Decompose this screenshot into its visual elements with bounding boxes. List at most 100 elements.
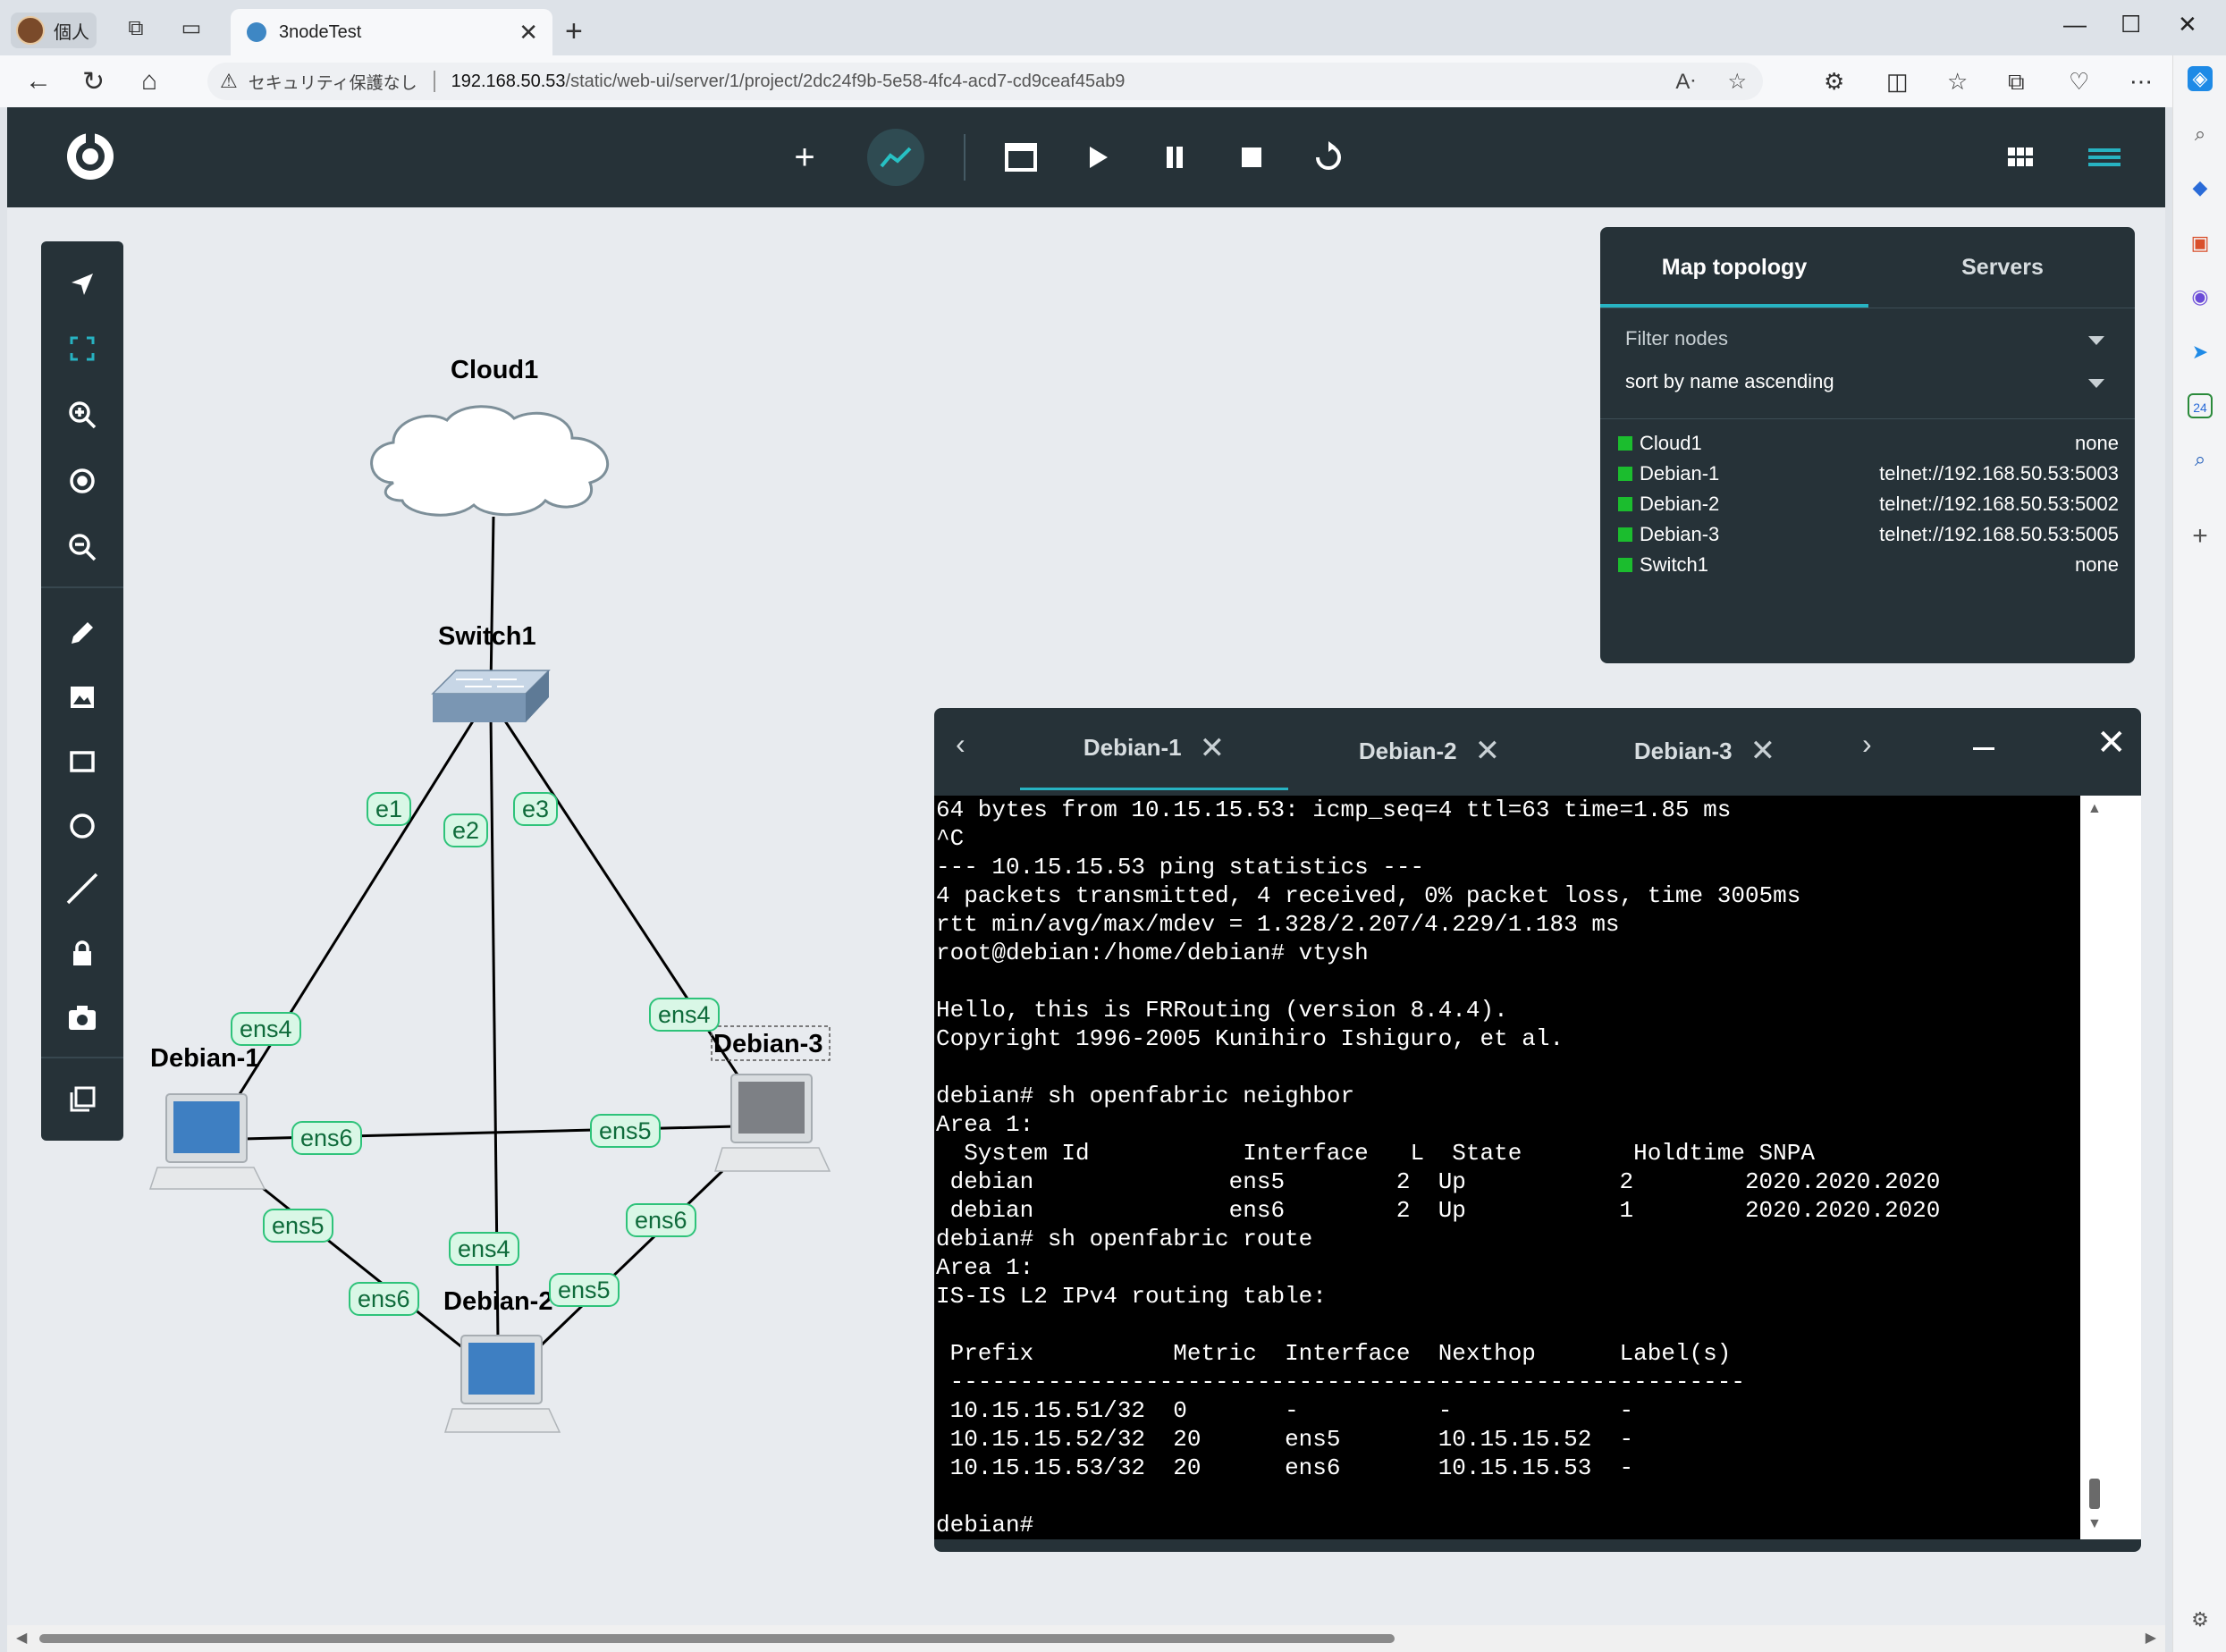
interface-label[interactable]: e1 (367, 792, 412, 826)
gns3-logo-icon[interactable] (63, 129, 118, 184)
interface-label[interactable]: ens6 (626, 1203, 696, 1237)
node-list-item[interactable]: Debian-2 telnet://192.168.50.53:5002 (1618, 490, 2119, 518)
debian-3-node[interactable] (711, 1025, 831, 1172)
node-list-item[interactable]: Debian-3 telnet://192.168.50.53:5005 (1618, 520, 2119, 549)
interface-label[interactable]: ens4 (449, 1232, 519, 1266)
warning-icon[interactable]: ⚠ (220, 70, 238, 92)
layers-icon[interactable] (61, 1078, 104, 1121)
send-icon[interactable]: ➤ (2191, 341, 2209, 363)
debian-1-node[interactable] (148, 1093, 266, 1190)
draw-ellipse-icon[interactable] (61, 805, 104, 847)
switch1-node[interactable] (431, 670, 551, 722)
node-label-cloud1[interactable]: Cloud1 (451, 356, 539, 384)
tab-map-topology[interactable]: Map topology (1600, 227, 1868, 308)
favorite-star-icon[interactable]: ☆ (1727, 69, 1747, 94)
interface-label[interactable]: ens5 (263, 1209, 333, 1243)
cloud1-node[interactable] (370, 405, 610, 517)
console-tab-debian-3[interactable]: Debian-3 ✕ (1571, 708, 1839, 794)
home-icon[interactable]: ⌂ (141, 66, 158, 96)
node-list-item[interactable]: Debian-1 telnet://192.168.50.53:5003 (1618, 459, 2119, 488)
zoom-in-icon[interactable] (61, 393, 104, 436)
interface-label[interactable]: ens4 (649, 998, 720, 1032)
add-sidebar-app-icon[interactable]: + (2192, 521, 2208, 551)
lock-icon[interactable] (61, 931, 104, 974)
horizontal-scrollbar[interactable]: ◀ ▶ (7, 1625, 2165, 1652)
workspaces-icon[interactable]: ⧉ (128, 16, 144, 40)
close-icon[interactable]: ✕ (1474, 734, 1501, 768)
address-bar[interactable]: ⚠ セキュリティ保護なし 192.168.50.53 /static/web-u… (207, 63, 1763, 100)
fit-to-screen-icon[interactable] (61, 327, 104, 370)
debian-2-node[interactable] (443, 1335, 561, 1433)
chevron-right-icon[interactable]: › (1862, 728, 1872, 760)
calendar-icon[interactable]: 24 (2188, 393, 2213, 418)
start-all-icon[interactable] (1076, 136, 1119, 179)
sidebar-settings-icon[interactable]: ⚙ (2191, 1608, 2209, 1631)
close-window-icon[interactable]: ✕ (2178, 11, 2197, 38)
console-all-icon[interactable] (999, 136, 1042, 179)
screenshot-camera-icon[interactable] (61, 996, 104, 1039)
pause-all-icon[interactable] (1153, 136, 1196, 179)
node-list-item[interactable]: Cloud1 none (1618, 429, 2119, 458)
traffic-graph-icon[interactable] (867, 129, 924, 186)
select-tool-icon[interactable] (61, 263, 104, 306)
sort-select[interactable]: sort by name ascending (1625, 370, 1834, 392)
node-label-debian-3[interactable]: Debian-3 (713, 1030, 823, 1058)
grid-view-icon[interactable] (1999, 136, 2042, 179)
tab-actions-icon[interactable]: ▭ (181, 16, 202, 40)
scroll-down-arrow-icon[interactable]: ▼ (2087, 1516, 2102, 1531)
back-icon[interactable]: ← (25, 66, 52, 96)
node-label-debian-1[interactable]: Debian-1 (150, 1044, 260, 1073)
zoom-out-icon[interactable] (61, 526, 104, 569)
close-icon[interactable]: ✕ (1199, 730, 1226, 765)
chevron-left-icon[interactable]: ‹ (956, 728, 965, 760)
read-aloud-icon[interactable]: Aᐧ (1675, 69, 1696, 94)
profile-button[interactable]: 個人 (11, 13, 97, 48)
close-tab-icon[interactable]: ✕ (519, 18, 538, 46)
split-screen-icon[interactable]: ◫ (1886, 68, 1909, 95)
tab-servers[interactable]: Servers (1961, 255, 2044, 280)
favorites-icon[interactable]: ☆ (1947, 68, 1969, 95)
draw-line-icon[interactable] (61, 867, 104, 910)
terminal-scrollbar[interactable]: ▲ ▼ (2080, 796, 2141, 1539)
node-label-debian-2[interactable]: Debian-2 (443, 1287, 553, 1316)
console-tab-debian-2[interactable]: Debian-2 ✕ (1295, 708, 1564, 794)
draw-pencil-icon[interactable] (61, 611, 104, 654)
terminal-output[interactable]: 64 bytes from 10.15.15.53: icmp_seq=4 tt… (934, 796, 2080, 1539)
node-label-switch1[interactable]: Switch1 (438, 622, 536, 651)
interface-label[interactable]: ens5 (549, 1273, 620, 1307)
interface-label[interactable]: e3 (513, 792, 559, 826)
draw-rectangle-icon[interactable] (61, 740, 104, 783)
scrollbar-thumb[interactable] (39, 1634, 1395, 1643)
search-icon[interactable]: ⌕ (2194, 122, 2206, 145)
more-menu-icon[interactable]: ⋯ (2129, 68, 2153, 95)
maximize-window-icon[interactable]: ☐ (2121, 11, 2142, 38)
office-icon[interactable]: ◉ (2191, 285, 2209, 308)
refresh-icon[interactable]: ↻ (82, 67, 105, 97)
copilot-icon[interactable]: ◈ (2188, 66, 2213, 91)
interface-label[interactable]: ens6 (291, 1121, 362, 1155)
chevron-down-icon[interactable] (2088, 336, 2104, 345)
bing-search-icon[interactable]: ⌕ (2194, 448, 2206, 470)
new-tab-icon[interactable]: + (565, 14, 583, 48)
security-status[interactable]: セキュリティ保護なし (248, 73, 417, 93)
browser-tab[interactable]: 3nodeTest ✕ (231, 9, 552, 55)
tools-icon[interactable]: ▣ (2190, 232, 2210, 254)
scroll-up-arrow-icon[interactable]: ▲ (2087, 801, 2102, 816)
filter-nodes-input[interactable]: Filter nodes (1625, 327, 1728, 350)
list-view-icon[interactable] (2083, 136, 2126, 179)
interface-label[interactable]: ens6 (349, 1282, 419, 1316)
extensions-icon[interactable]: ⚙ (1824, 68, 1845, 95)
interface-label[interactable]: ens5 (590, 1114, 661, 1148)
add-node-icon[interactable]: + (794, 138, 815, 177)
node-list-item[interactable]: Switch1 none (1618, 551, 2119, 579)
console-tab-debian-1[interactable]: Debian-1 ✕ (1020, 708, 1288, 790)
link-cloud1-switch1[interactable] (489, 516, 495, 687)
scrollbar-thumb[interactable] (2089, 1479, 2100, 1509)
link-debian3-debian2[interactable] (535, 1169, 724, 1352)
interface-label[interactable]: ens4 (231, 1012, 301, 1046)
minimize-window-icon[interactable]: — (2063, 11, 2087, 38)
interface-label[interactable]: e2 (443, 813, 489, 847)
reset-zoom-icon[interactable] (61, 459, 104, 502)
stop-all-icon[interactable] (1230, 136, 1273, 179)
chevron-down-icon[interactable] (2088, 379, 2104, 388)
